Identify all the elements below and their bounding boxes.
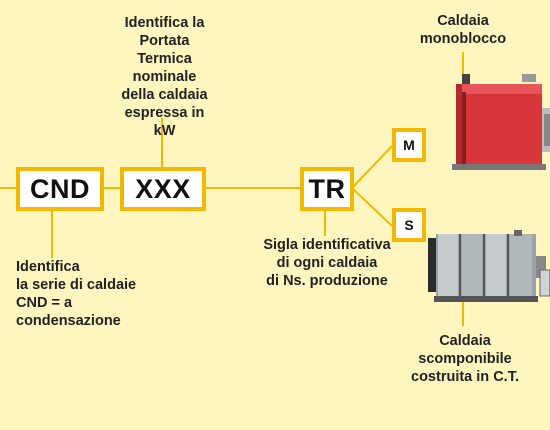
caption-cnd: Identifica la serie di caldaie CND = a c… (16, 258, 166, 330)
caption-scomponibile-line-2: scomponibile (418, 351, 512, 367)
caption-tr-line-3: di Ns. produzione (266, 273, 388, 289)
caption-xxx-line-2: Portata Termica (137, 33, 192, 67)
caption-monoblocco-line-1: Caldaia (437, 13, 489, 29)
caption-xxx: Identifica la Portata Termica nominale d… (112, 14, 217, 140)
caption-scomponibile-line-3: costruita in C.T. (411, 369, 519, 385)
caption-xxx-line-1: Identifica la (124, 15, 205, 31)
code-m-label: M (403, 137, 415, 153)
caption-xxx-line-4: della caldaia (121, 87, 208, 103)
monoblock-boiler-illustration (452, 74, 550, 170)
code-cnd-label: CND (30, 173, 90, 204)
code-box-m: M (392, 128, 426, 162)
code-box-cnd: CND (16, 167, 104, 211)
caption-scomponibile-line-1: Caldaia (439, 333, 491, 349)
line-tr-m (351, 145, 393, 189)
caption-xxx-line-5: espressa in kW (124, 105, 205, 139)
caption-monoblocco: Caldaia monoblocco (408, 12, 518, 48)
caption-cnd-line-1: Identifica (16, 259, 80, 275)
line-tr-s (351, 187, 393, 227)
caption-tr: Sigla identificativa di ogni caldaia di … (252, 236, 402, 290)
sectional-boiler-illustration (428, 230, 550, 302)
code-box-s: S (392, 208, 426, 242)
caption-cnd-line-4: condensazione (16, 313, 121, 329)
caption-monoblocco-line-2: monoblocco (419, 31, 507, 47)
caption-cnd-line-3: CND = a (16, 295, 73, 311)
caption-tr-line-1: Sigla identificativa (263, 237, 391, 253)
code-box-xxx: XXX (120, 167, 206, 211)
caption-scomponibile: Caldaia scomponibile costruita in C.T. (400, 332, 530, 386)
code-s-label: S (404, 217, 414, 233)
code-box-tr: TR (300, 167, 354, 211)
caption-cnd-line-2: la serie di caldaie (16, 277, 137, 293)
caption-xxx-line-3: nominale (132, 69, 197, 85)
caption-tr-line-2: di ogni caldaia (276, 255, 378, 271)
code-xxx-label: XXX (135, 173, 191, 204)
code-tr-label: TR (308, 173, 346, 204)
